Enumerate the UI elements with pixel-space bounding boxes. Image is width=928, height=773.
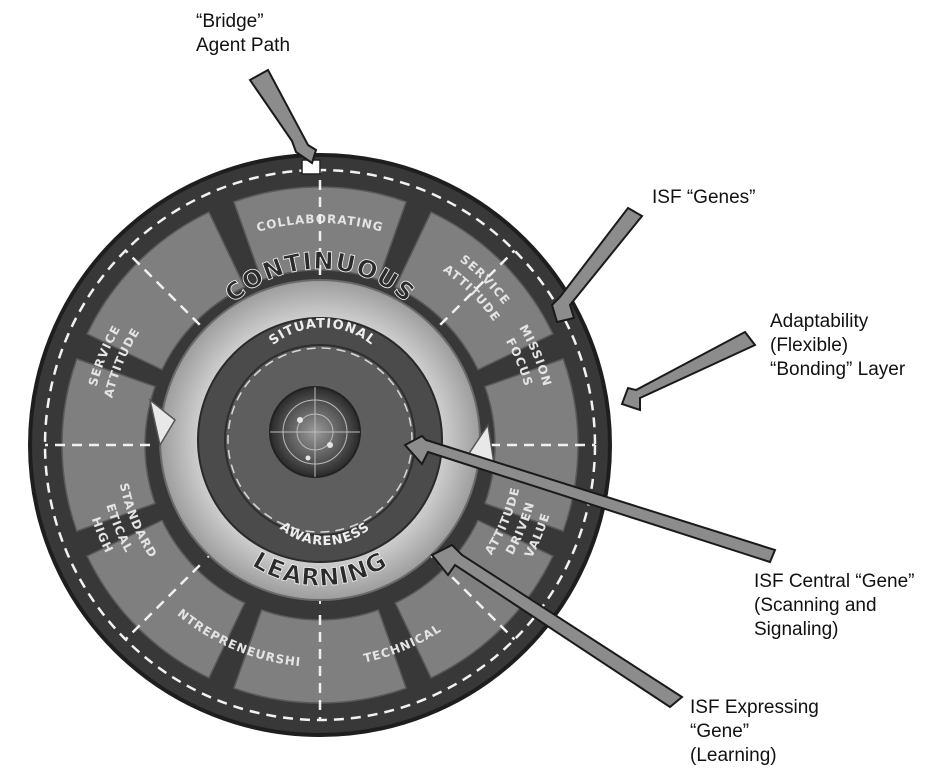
segment-service-top — [394, 211, 554, 371]
callout-adaptability-line1: Adaptability — [770, 311, 869, 332]
callout-expressing-line1: ISF Expressing — [690, 697, 819, 718]
divider-line — [124, 564, 201, 641]
divider-line — [439, 564, 516, 641]
callout-adaptability: Adaptability (Flexible) “Bonding” Layer — [770, 310, 905, 382]
callout-adaptability-line3: “Bonding” Layer — [770, 359, 906, 380]
left-cycle-arrowhead — [148, 398, 176, 447]
adaptability-pointer-arrow — [620, 330, 757, 412]
callout-isf-genes: ISF “Genes” — [652, 186, 755, 210]
central-gene-pointer-arrow — [403, 434, 777, 564]
segment-entrepreneurship — [86, 519, 246, 679]
pointer-arrows — [248, 68, 777, 709]
callout-expressing-line3: (Learning) — [690, 745, 777, 766]
callout-bridge-agent-path: “Bridge” Agent Path — [196, 10, 290, 58]
divider-line — [439, 249, 516, 326]
bridge-pointer-arrow — [248, 68, 318, 165]
callout-genes-line1: ISF “Genes” — [652, 187, 756, 208]
callout-isf-central-gene: ISF Central “Gene” (Scanning and Signali… — [754, 570, 915, 642]
core-dashed-ring — [227, 347, 413, 533]
ring-word-learning: LEARNING — [248, 546, 392, 592]
segment-service-left — [86, 211, 246, 371]
callout-isf-expressing-gene: ISF Expressing “Gene” (Learning) — [690, 696, 819, 768]
expressing-gene-pointer-arrow — [430, 543, 684, 709]
callout-central-line1: ISF Central “Gene” — [754, 571, 915, 592]
divider-line — [124, 249, 201, 326]
callout-bridge-line1: “Bridge” — [196, 11, 264, 32]
callout-bridge-line2: Agent Path — [196, 35, 291, 56]
callout-adaptability-line2: (Flexible) — [770, 335, 849, 356]
genes-pointer-arrow — [550, 206, 644, 324]
callout-central-line3: Signaling) — [754, 619, 839, 640]
radar-icon — [269, 386, 361, 478]
callout-central-line2: (Scanning and — [754, 595, 877, 616]
callout-expressing-line2: “Gene” — [690, 721, 750, 742]
